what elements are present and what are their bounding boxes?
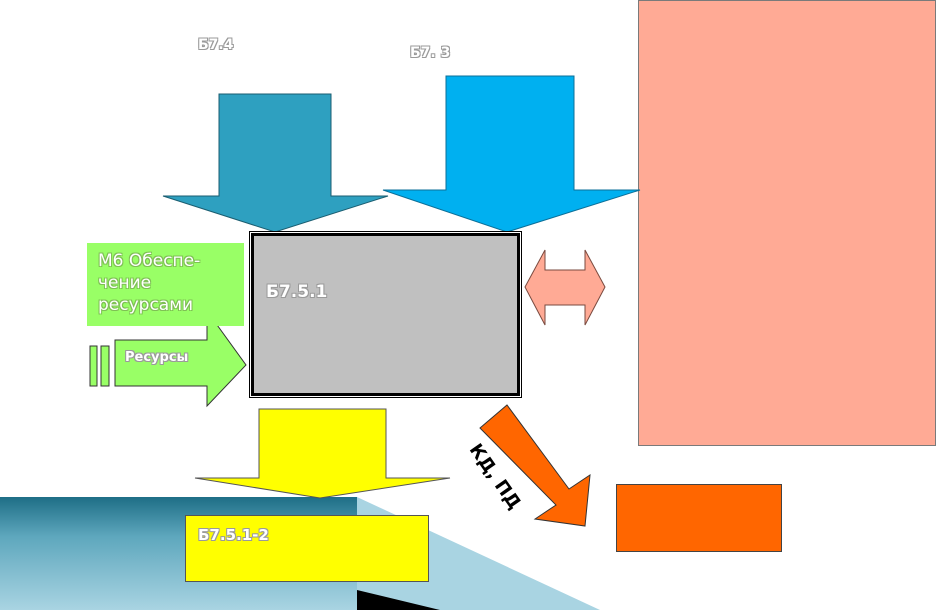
resources-provision-box (87, 243, 244, 326)
down-arrow-b73 (382, 75, 641, 233)
process-label-b751: Б7.5.1 (266, 282, 328, 302)
label-b73: Б7. 3 (410, 45, 451, 61)
process-box-b751 (251, 233, 520, 396)
down-arrow-yellow (194, 408, 451, 499)
resources-bar-2 (100, 345, 110, 387)
resources-provision-label: М6 Обеспе-чение ресурсами (98, 251, 201, 315)
output-label-b7512: Б7.5.1-2 (198, 526, 269, 544)
resources-arrow (114, 309, 247, 408)
label-b74: Б7.4 (198, 37, 234, 53)
resources-label: Ресурсы (125, 350, 189, 365)
double-arrow (524, 249, 606, 326)
output-box-orange (616, 484, 782, 552)
down-arrow-b74 (162, 93, 389, 233)
resources-bar-1 (89, 345, 98, 387)
diagonal-arrow-kd-pd (479, 404, 591, 527)
output-box-b7512 (185, 515, 429, 582)
bottom-wedge-dark (357, 590, 440, 610)
right-panel (638, 0, 936, 446)
